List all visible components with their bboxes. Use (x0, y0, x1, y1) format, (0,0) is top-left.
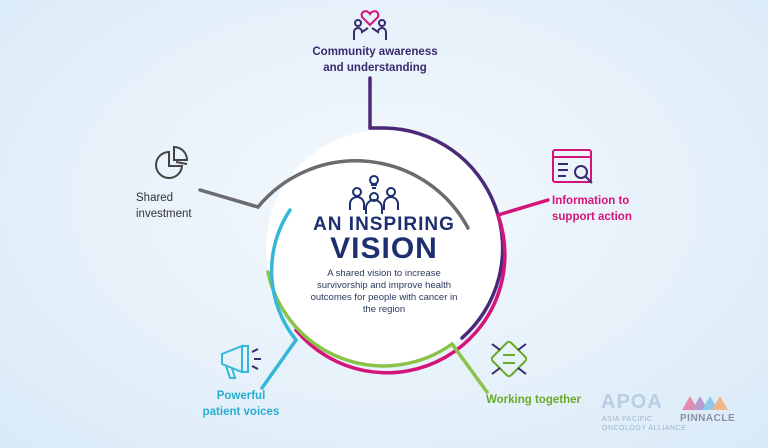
label-voices: Powerful patient voices (202, 390, 280, 418)
linked-hands-icon (490, 340, 528, 378)
label-community: Community awareness and understanding (312, 46, 438, 74)
label-working: Working together (486, 394, 581, 406)
label-information: Information to support action (552, 195, 632, 223)
megaphone-icon (221, 344, 261, 379)
apoa-wordmark: APOA (601, 391, 663, 413)
connector-voices (260, 338, 298, 390)
heart-hands-icon (353, 10, 387, 40)
arc-working (266, 270, 454, 368)
pie-chart-icon (155, 145, 189, 179)
label-investment: Shared investment (136, 192, 192, 220)
connector-investment (198, 188, 260, 209)
arc-voices (269, 208, 298, 342)
people-lightbulb-icon (349, 175, 399, 214)
apoa-subtitle: ASIA PACIFIC ONCOLOGY ALLIANCE (602, 416, 687, 432)
center-disc (266, 130, 502, 366)
pinnacle-logo-mark (682, 396, 728, 410)
center-title-line1: AN INSPIRING (313, 214, 455, 235)
connector-working (450, 342, 489, 394)
arc-information (294, 213, 507, 375)
center-description: A shared vision to increase survivorship… (310, 268, 458, 315)
connector-information (496, 198, 550, 217)
pinnacle-wordmark: PINNACLE (680, 413, 736, 424)
webpage-search-icon (552, 149, 593, 184)
arc-investment (256, 159, 470, 230)
center-title-line2: VISION (330, 232, 438, 265)
arc-community (368, 126, 505, 340)
